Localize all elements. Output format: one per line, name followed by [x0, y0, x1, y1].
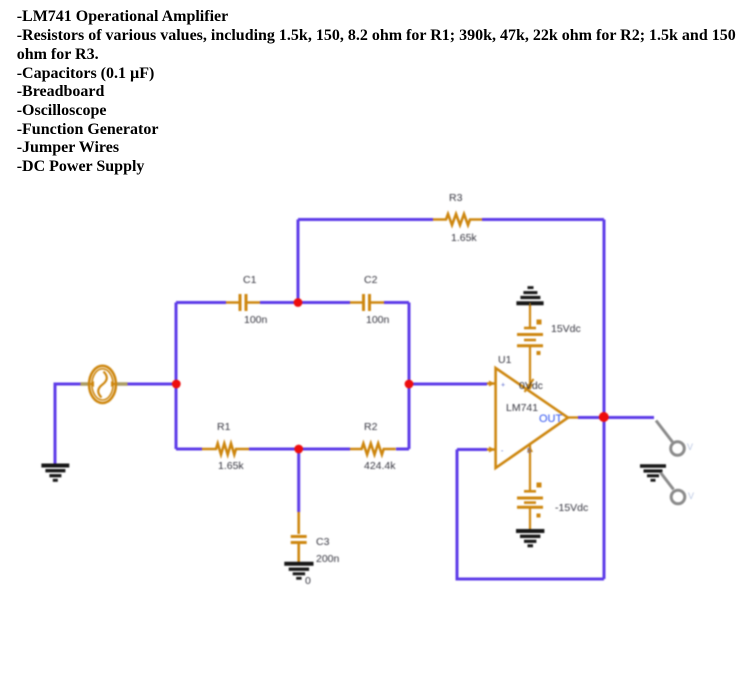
svg-text:C1: C1 [243, 274, 257, 286]
svg-text:+: + [501, 382, 505, 389]
svg-text:0Vdc: 0Vdc [519, 380, 543, 392]
svg-text:-: - [501, 448, 504, 455]
svg-text:C3: C3 [316, 536, 330, 548]
svg-text:R2: R2 [364, 421, 378, 433]
svg-text:15Vdc: 15Vdc [551, 323, 581, 335]
svg-text:0: 0 [305, 575, 311, 587]
svg-text:OUT: OUT [539, 413, 563, 425]
svg-text:-15Vdc: -15Vdc [555, 502, 588, 514]
svg-text:100n: 100n [366, 314, 390, 326]
svg-text:R3: R3 [449, 192, 463, 204]
svg-text:V: V [687, 442, 693, 452]
svg-text:C2: C2 [364, 274, 378, 286]
svg-text:424.4k: 424.4k [364, 460, 396, 472]
svg-text:V: V [688, 491, 694, 501]
svg-text:R1: R1 [217, 421, 231, 433]
svg-text:1.65k: 1.65k [451, 232, 477, 244]
svg-text:LM741: LM741 [506, 402, 538, 414]
svg-text:200n: 200n [316, 553, 340, 565]
svg-text:U1: U1 [498, 354, 512, 366]
svg-text:100n: 100n [244, 314, 268, 326]
svg-text:5: 5 [527, 448, 531, 455]
svg-text:1.65k: 1.65k [218, 460, 244, 472]
